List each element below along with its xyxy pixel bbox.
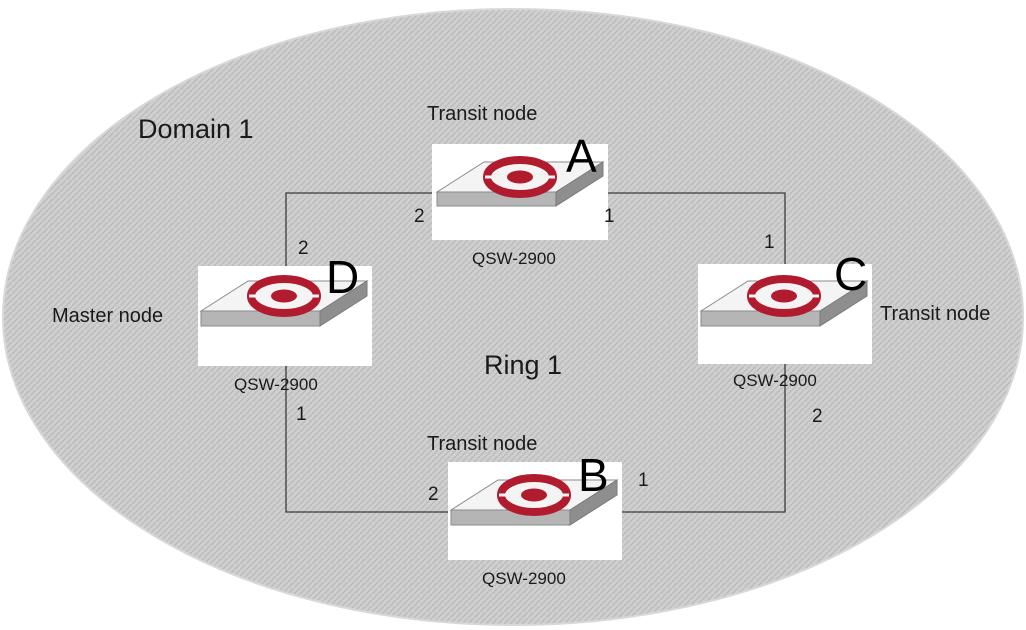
node-c-role: Transit node <box>880 303 990 325</box>
switch-c-icon <box>699 275 869 327</box>
node-d-port-top: 2 <box>298 238 309 259</box>
node-a-port-right: 1 <box>604 206 615 227</box>
node-c-model: QSW-2900 <box>733 371 817 390</box>
node-c-port-top: 1 <box>764 232 775 253</box>
ring-label: Ring 1 <box>484 350 562 380</box>
link-a-c <box>606 192 786 268</box>
domain-area <box>2 8 1024 626</box>
node-b-port-right: 1 <box>638 470 649 491</box>
node-c-port-bottom: 2 <box>812 406 823 427</box>
node-b-role: Transit node <box>427 433 537 455</box>
node-a-port-left: 2 <box>414 206 425 227</box>
node-a-role: Transit node <box>427 103 537 125</box>
ring-links <box>285 192 786 513</box>
node-b-port-left: 2 <box>428 484 439 505</box>
link-d-a <box>285 192 436 270</box>
node-d-letter: D <box>326 251 359 303</box>
link-b-d <box>285 362 452 513</box>
node-a-letter: A <box>566 130 597 182</box>
node-b-letter: B <box>578 449 609 501</box>
switch-a <box>432 144 608 240</box>
switch-d-icon <box>199 275 369 327</box>
node-d-model: QSW-2900 <box>234 375 318 394</box>
node-c-letter: C <box>834 248 867 300</box>
node-d-role: Master node <box>52 305 163 327</box>
switch-c <box>698 264 872 364</box>
switch-a-icon <box>435 156 605 207</box>
node-d-port-bottom: 1 <box>296 404 307 425</box>
switch-d <box>198 266 372 366</box>
switch-b <box>448 462 622 560</box>
switch-b-icon <box>449 474 619 526</box>
node-b-model: QSW-2900 <box>482 569 566 588</box>
link-c-b <box>620 362 786 513</box>
domain-label: Domain 1 <box>138 114 254 144</box>
node-a-model: QSW-2900 <box>472 249 556 268</box>
